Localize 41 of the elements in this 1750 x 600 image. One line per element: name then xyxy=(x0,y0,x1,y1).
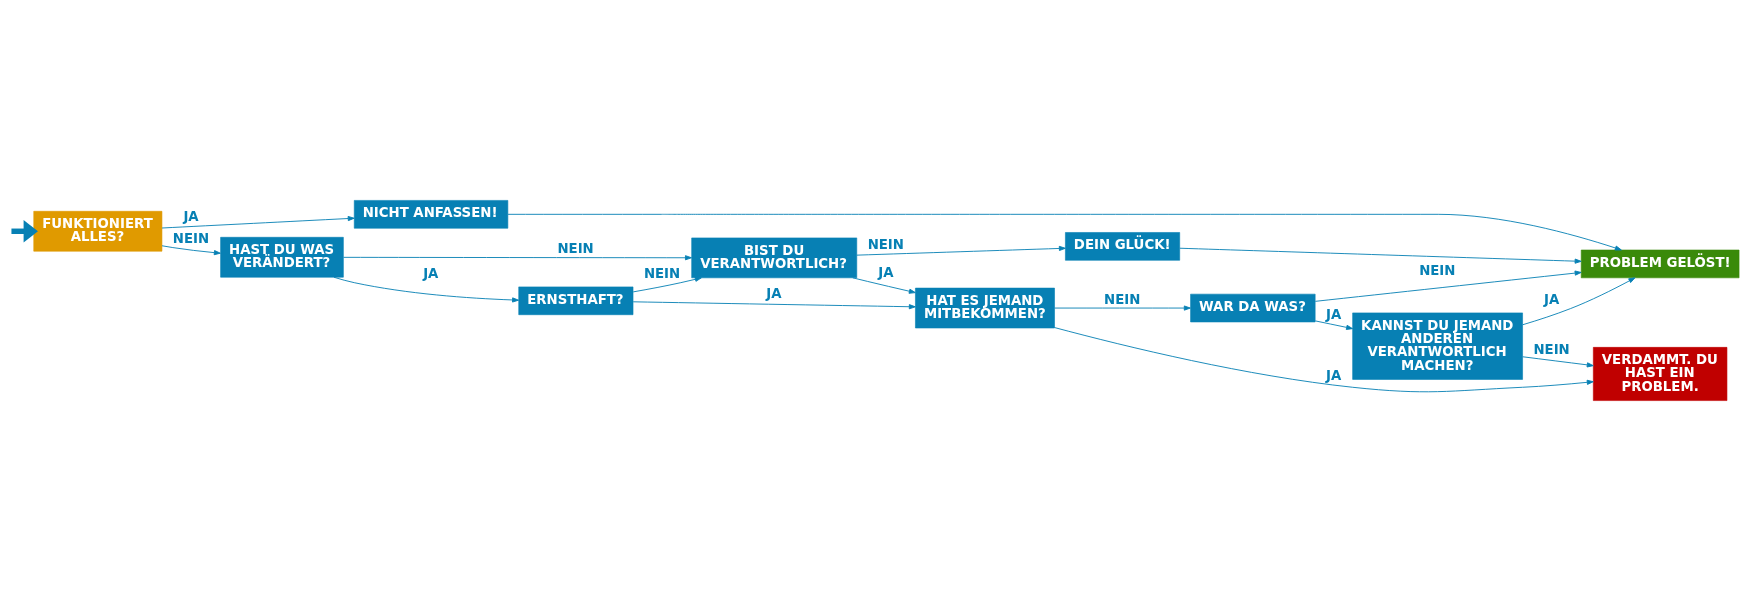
node-box: WAR DA WAS? xyxy=(1190,293,1316,322)
arrow xyxy=(1314,319,1354,330)
node-box: DEIN GLÜCK! xyxy=(1065,231,1180,261)
node-box: NICHT ANFASSEN! xyxy=(353,199,509,229)
node-box: HAST DU WAS VERÄNDERT? xyxy=(220,236,344,278)
edge-label: NEIN xyxy=(557,240,594,256)
edge-label: JA xyxy=(766,285,782,301)
arrow xyxy=(161,244,221,255)
node-box: BIST DU VERANTWORTLICH? xyxy=(691,237,858,278)
edge-label: NEIN xyxy=(643,265,681,281)
arrow xyxy=(1054,326,1594,392)
arrow xyxy=(1522,276,1636,325)
node-box: PROBLEM GELÖST! xyxy=(1580,249,1740,278)
edge-label: JA xyxy=(1544,291,1560,307)
arrow xyxy=(632,300,916,309)
edge-label: NEIN xyxy=(172,230,210,246)
node-box: KANNST DU JEMAND ANDEREN VERANTWORTLICH MACHEN? xyxy=(1352,312,1523,380)
arrow xyxy=(1054,305,1191,311)
edge-label: JA xyxy=(878,264,894,280)
arrow xyxy=(333,276,520,303)
node-box: VERDAMMT. DU HAST EIN PROBLEM. xyxy=(1593,346,1728,401)
node-box: FUNKTIONIERT ALLES? xyxy=(33,210,163,251)
node-box: ERNSTHAFT? xyxy=(518,286,634,315)
edge-label: JA xyxy=(183,208,199,224)
arrow xyxy=(1314,270,1582,302)
arrow xyxy=(856,245,1066,256)
edge-label: NEIN xyxy=(1104,291,1141,307)
node-box: HAT ES JEMAND MITBEKOMMEN? xyxy=(915,287,1055,328)
arrow xyxy=(161,215,355,228)
edge-label: JA xyxy=(1326,306,1342,322)
edge-label: NEIN xyxy=(867,236,904,252)
edge-label: NEIN xyxy=(1533,341,1570,357)
arrow xyxy=(632,276,702,292)
edge-label: NEIN xyxy=(1419,262,1456,278)
arrow xyxy=(343,254,692,260)
edge-label: JA xyxy=(423,265,439,281)
arrow xyxy=(852,276,916,294)
arrow xyxy=(1522,355,1594,367)
arrow xyxy=(507,213,1622,251)
edge-label: JA xyxy=(1326,367,1342,383)
arrow xyxy=(1179,247,1582,264)
